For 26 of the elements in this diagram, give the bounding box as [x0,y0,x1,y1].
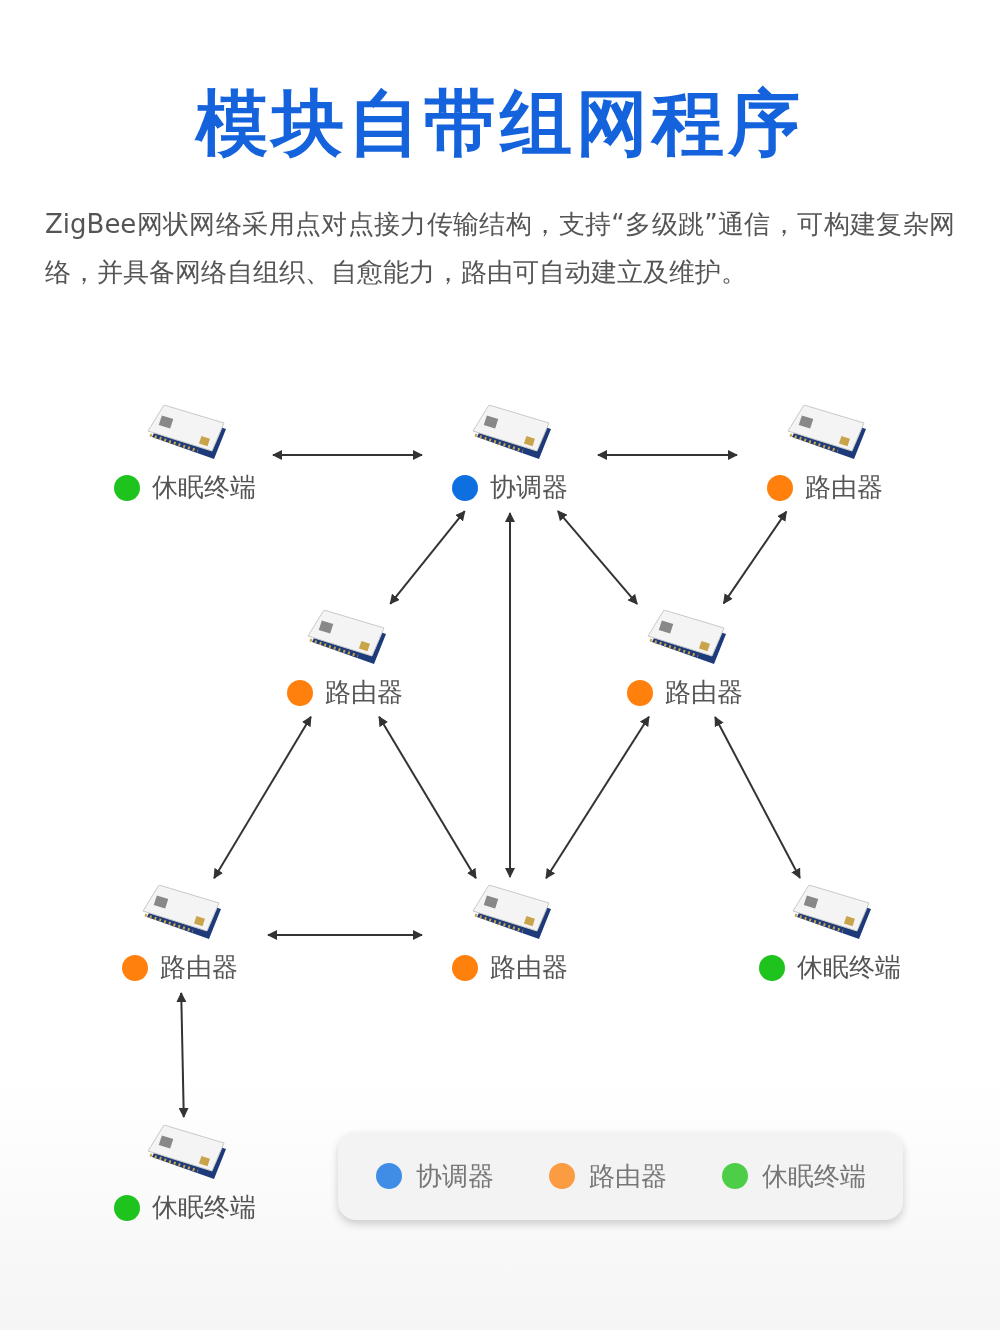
legend-label: 路由器 [588,1159,667,1193]
arrow [545,715,650,880]
arrow [378,715,477,880]
legend-label: 协调器 [415,1159,494,1193]
arrow [213,715,312,880]
arrow [272,450,423,460]
description-text: ZigBee网状网络采用点对点接力传输结构，支持“多级跳”通信，可构建复杂网络，并具备网络自组织、自愈能力，路由可自动建立及维护。 [45,208,955,289]
arrow [714,716,801,879]
node-label: 路由器 [805,471,883,504]
arrow [267,930,423,940]
node-label: 休眠终端 [152,1191,256,1224]
arrow [389,510,466,605]
arrow [505,512,515,878]
node-label: 路由器 [665,676,743,709]
legend-label: 休眠终端 [761,1159,866,1193]
arrow [597,450,738,460]
arrow [556,510,639,605]
node-label: 路由器 [160,951,238,984]
title: 模块自带组网程序 [193,80,805,167]
node-label: 休眠终端 [152,471,256,504]
arrow [722,510,788,605]
node-label: 协调器 [490,471,568,504]
node-label: 路由器 [325,676,403,709]
node-label: 路由器 [490,951,568,984]
arrow [176,992,189,1118]
node-label: 休眠终端 [797,951,901,984]
